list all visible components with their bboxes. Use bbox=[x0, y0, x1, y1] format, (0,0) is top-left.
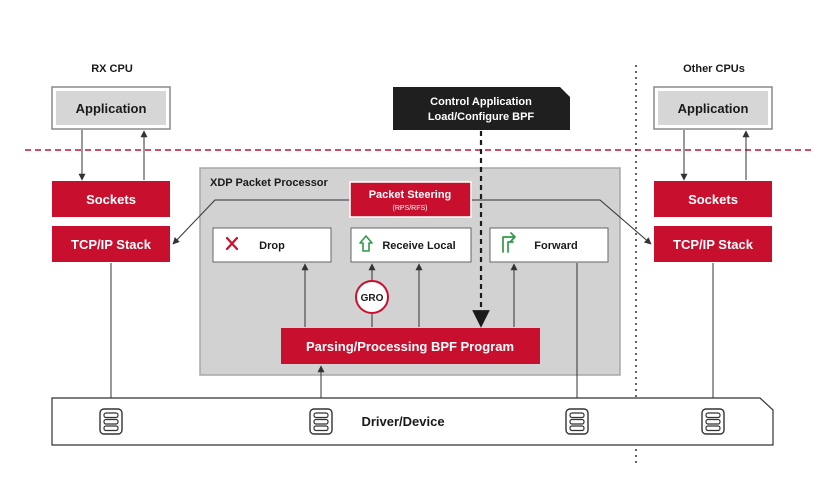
steering-to-right-tcpip-line bbox=[470, 199, 652, 245]
forward-label: Forward bbox=[534, 240, 577, 252]
packet-steering-box: Packet Steering (RPS/RFS) bbox=[349, 181, 472, 218]
right-tcpip-label: TCP/IP Stack bbox=[673, 237, 754, 252]
driver-device-label: Driver/Device bbox=[361, 414, 444, 429]
rx-cpu-title: RX CPU bbox=[91, 63, 133, 75]
xdp-title: XDP Packet Processor bbox=[210, 177, 329, 189]
other-cpus-title: Other CPUs bbox=[683, 63, 745, 75]
control-application-line1: Control Application bbox=[430, 96, 532, 108]
parsing-bpf-box: Parsing/Processing BPF Program bbox=[281, 328, 540, 364]
drop-box: Drop bbox=[212, 227, 332, 263]
x-icon bbox=[225, 236, 239, 251]
control-application-box: Control Application Load/Configure BPF bbox=[393, 87, 570, 130]
left-application-label: Application bbox=[76, 101, 147, 116]
right-sockets-box: Sockets bbox=[654, 181, 772, 217]
receive-local-box: Receive Local bbox=[350, 227, 472, 263]
forward-arrow-icon bbox=[502, 232, 516, 253]
queue-stack-icon bbox=[309, 408, 333, 435]
up-arrow-icon bbox=[359, 235, 373, 252]
left-tcpip-label: TCP/IP Stack bbox=[71, 237, 152, 252]
left-sockets-box: Sockets bbox=[52, 181, 170, 217]
driver-device-bar: Driver/Device bbox=[51, 397, 774, 446]
gro-node: GRO bbox=[355, 280, 389, 314]
control-application-line2: Load/Configure BPF bbox=[428, 111, 535, 123]
gro-label: GRO bbox=[361, 293, 384, 304]
right-sockets-label: Sockets bbox=[688, 192, 738, 207]
steering-to-left-tcpip-line bbox=[172, 199, 350, 245]
left-tcpip-box: TCP/IP Stack bbox=[52, 226, 170, 262]
queue-stack-icon bbox=[99, 408, 123, 435]
parsing-bpf-label: Parsing/Processing BPF Program bbox=[306, 339, 514, 354]
right-tcpip-box: TCP/IP Stack bbox=[654, 226, 772, 262]
forward-box: Forward bbox=[489, 227, 609, 263]
packet-steering-label: Packet Steering bbox=[369, 189, 452, 201]
receive-local-label: Receive Local bbox=[382, 240, 455, 252]
right-application-label: Application bbox=[678, 101, 749, 116]
packet-steering-sublabel: (RPS/RFS) bbox=[393, 205, 428, 212]
queue-stack-icon bbox=[701, 408, 725, 435]
left-application-box: Application bbox=[51, 86, 171, 130]
queue-stack-icon bbox=[565, 408, 589, 435]
right-application-box: Application bbox=[653, 86, 773, 130]
queue-icons bbox=[99, 408, 725, 435]
drop-label: Drop bbox=[259, 240, 285, 252]
left-sockets-label: Sockets bbox=[86, 192, 136, 207]
